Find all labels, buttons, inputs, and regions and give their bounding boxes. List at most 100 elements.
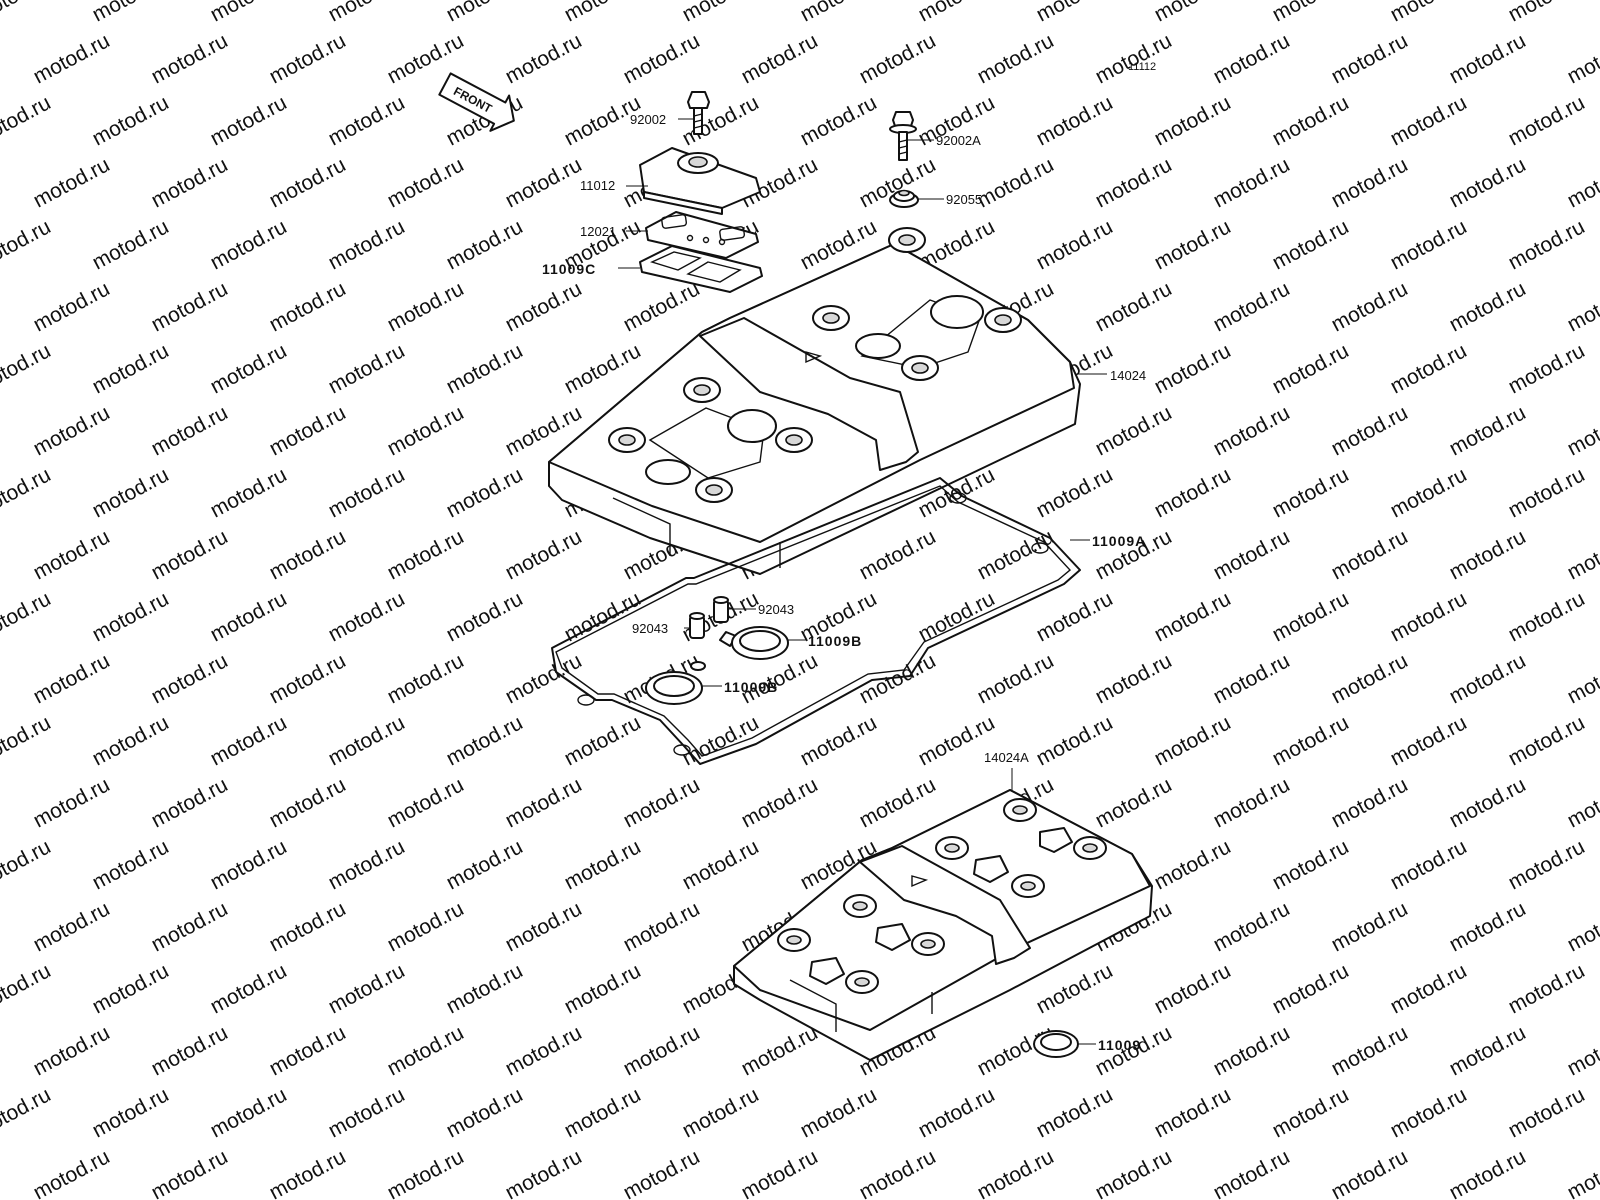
watermark-text: motod.ru bbox=[502, 1145, 586, 1200]
watermark-text: motod.ru bbox=[1564, 773, 1600, 832]
watermark-text: motod.ru bbox=[30, 649, 114, 708]
watermark-text: motod.ru bbox=[325, 711, 409, 770]
watermark-text: motod.ru bbox=[1151, 463, 1235, 522]
watermark-text: motod.ru bbox=[502, 897, 586, 956]
watermark-text: motod.ru bbox=[1033, 215, 1117, 274]
watermark-text: motod.ru bbox=[915, 1083, 999, 1142]
watermark-text: motod.ru bbox=[1387, 91, 1471, 150]
watermark-text: motod.ru bbox=[1446, 29, 1530, 88]
watermark-text: motod.ru bbox=[1505, 0, 1589, 26]
watermark-text: motod.ru bbox=[1269, 215, 1353, 274]
watermark-text: motod.ru bbox=[266, 773, 350, 832]
watermark-text: motod.ru bbox=[1387, 463, 1471, 522]
watermark-text: motod.ru bbox=[1564, 525, 1600, 584]
watermark-text: motod.ru bbox=[561, 1083, 645, 1142]
watermark-text: motod.ru bbox=[89, 835, 173, 894]
watermark-text: motod.ru bbox=[207, 711, 291, 770]
watermark-text: motod.ru bbox=[0, 711, 55, 770]
watermark-text: motod.ru bbox=[738, 1145, 822, 1200]
watermark-text: motod.ru bbox=[148, 153, 232, 212]
leader-lines bbox=[618, 118, 1107, 1045]
label-11009A: 11009A bbox=[1092, 533, 1146, 549]
watermark-text: motod.ru bbox=[89, 215, 173, 274]
watermark-text: motod.ru bbox=[1564, 401, 1600, 460]
watermark-text: motod.ru bbox=[266, 897, 350, 956]
watermark-text: motod.ru bbox=[1328, 1021, 1412, 1080]
watermark-text: motod.ru bbox=[30, 277, 114, 336]
watermark-text: motod.ru bbox=[384, 525, 468, 584]
watermark-text: motod.ru bbox=[502, 525, 586, 584]
watermark-text: motod.ru bbox=[443, 0, 527, 26]
plug-hole-gasket-11009 bbox=[1033, 1030, 1079, 1058]
watermark-text: motod.ru bbox=[207, 1083, 291, 1142]
watermark-text: motod.ru bbox=[1387, 959, 1471, 1018]
watermark-text: motod.ru bbox=[384, 153, 468, 212]
figure-code: 11112 bbox=[1128, 61, 1156, 73]
watermark-text: motod.ru bbox=[1505, 1083, 1589, 1142]
watermark-text: motod.ru bbox=[856, 649, 940, 708]
watermark-text: motod.ru bbox=[974, 525, 1058, 584]
watermark-text: motod.ru bbox=[1328, 153, 1412, 212]
watermark-text: motod.ru bbox=[0, 0, 55, 26]
grommet-92055 bbox=[889, 189, 919, 208]
watermark-text: motod.ru bbox=[1446, 773, 1530, 832]
watermark-text: motod.ru bbox=[561, 711, 645, 770]
watermark-text: motod.ru bbox=[1033, 0, 1117, 26]
watermark-text: motod.ru bbox=[1505, 587, 1589, 646]
label-92043-a: 92043 bbox=[758, 602, 794, 617]
watermark-text: motod.ru bbox=[1387, 1083, 1471, 1142]
watermark-text: motod.ru bbox=[561, 0, 645, 26]
watermark-text: motod.ru bbox=[1092, 1145, 1176, 1200]
watermark-text: motod.ru bbox=[561, 339, 645, 398]
watermark-text: motod.ru bbox=[325, 1083, 409, 1142]
label-92002: 92002 bbox=[630, 112, 666, 127]
watermark-text: motod.ru bbox=[1328, 525, 1412, 584]
dowel-pin-92043-a bbox=[713, 596, 729, 623]
label-11009B-a: 11009B bbox=[808, 633, 862, 649]
watermark-text: motod.ru bbox=[266, 153, 350, 212]
watermark-text: motod.ru bbox=[974, 649, 1058, 708]
watermark-text: motod.ru bbox=[148, 29, 232, 88]
watermark-text: motod.ru bbox=[502, 29, 586, 88]
watermark-text: motod.ru bbox=[266, 525, 350, 584]
watermark-text: motod.ru bbox=[325, 0, 409, 26]
watermark-text: motod.ru bbox=[679, 0, 763, 26]
watermark-text: motod.ru bbox=[620, 773, 704, 832]
watermark-text: motod.ru bbox=[443, 463, 527, 522]
watermark-text: motod.ru bbox=[325, 959, 409, 1018]
watermark-text: motod.ru bbox=[797, 91, 881, 150]
watermark-text: motod.ru bbox=[1446, 897, 1530, 956]
watermark-text: motod.ru bbox=[1151, 215, 1235, 274]
watermark-text: motod.ru bbox=[1269, 587, 1353, 646]
label-92043-b: 92043 bbox=[632, 621, 668, 636]
watermark-text: motod.ru bbox=[384, 401, 468, 460]
watermark-text: motod.ru bbox=[1446, 1145, 1530, 1200]
watermark-text: motod.ru bbox=[325, 835, 409, 894]
plug-hole-gasket-11009B-a bbox=[719, 626, 789, 660]
watermark-text: motod.ru bbox=[1564, 897, 1600, 956]
watermark-text: motod.ru bbox=[1210, 1145, 1294, 1200]
watermark-text: motod.ru bbox=[1446, 1021, 1530, 1080]
label-11009C: 11009C bbox=[542, 261, 596, 277]
watermark-text: motod.ru bbox=[974, 1145, 1058, 1200]
watermark-text: motod.ru bbox=[384, 773, 468, 832]
watermark-text: motod.ru bbox=[443, 339, 527, 398]
watermark-text: motod.ru bbox=[1387, 835, 1471, 894]
breather-gasket-11009C bbox=[639, 245, 763, 293]
watermark-text: motod.ru bbox=[1505, 339, 1589, 398]
watermark-text: motod.ru bbox=[207, 463, 291, 522]
watermark-text: motod.ru bbox=[1446, 525, 1530, 584]
breather-plate-12021 bbox=[645, 211, 759, 259]
watermark-text: motod.ru bbox=[1151, 91, 1235, 150]
watermark-text: motod.ru bbox=[974, 29, 1058, 88]
watermark-text: motod.ru bbox=[1269, 959, 1353, 1018]
watermark-text: motod.ru bbox=[1564, 649, 1600, 708]
watermark-text: motod.ru bbox=[325, 339, 409, 398]
watermark-text: motod.ru bbox=[1033, 711, 1117, 770]
watermark-text: motod.ru bbox=[1269, 1083, 1353, 1142]
watermark-text: motod.ru bbox=[1328, 277, 1412, 336]
watermark-text: motod.ru bbox=[1387, 711, 1471, 770]
label-11012: 11012 bbox=[580, 178, 615, 193]
label-92055: 92055 bbox=[946, 192, 982, 207]
watermark-text: motod.ru bbox=[325, 215, 409, 274]
